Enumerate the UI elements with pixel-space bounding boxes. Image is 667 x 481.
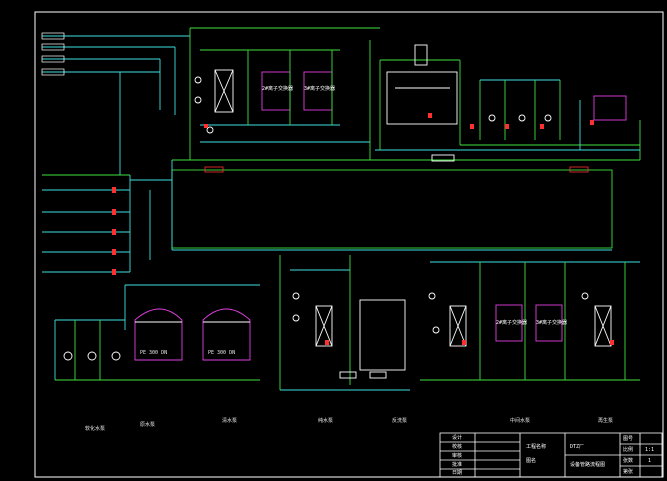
bottom-label-3: 清水泵 bbox=[222, 418, 238, 424]
bottom-label-2: 原水泵 bbox=[140, 422, 156, 428]
title-block-review: 审核 bbox=[452, 453, 463, 459]
exchanger-2b-label: 2#离子交换器 bbox=[496, 320, 528, 326]
title-block-project-label: 工程名称 bbox=[526, 444, 547, 450]
inlet-tags-top bbox=[41, 32, 65, 76]
title-block-approve: 批准 bbox=[452, 462, 463, 468]
bottom-label-7: 再生泵 bbox=[598, 418, 614, 424]
title-block-sheet-no: 1 bbox=[648, 458, 652, 464]
title-block-project: DTZ厂 bbox=[570, 444, 585, 450]
pe-tank-1-label: PE 300 DN bbox=[140, 350, 168, 356]
title-block-scale-label: 比例 bbox=[623, 447, 634, 453]
bottom-label-5: 反洗泵 bbox=[392, 418, 408, 424]
title-block-design: 设计 bbox=[452, 435, 463, 441]
title-block-sheet-index-label: 第张 bbox=[623, 469, 634, 475]
title-block-date: 日期 bbox=[452, 470, 463, 476]
exchanger-2-label: 2#离子交换器 bbox=[262, 86, 294, 92]
title-block-scale: 1:1 bbox=[645, 447, 655, 453]
title-block-drawing-no-label: 图号 bbox=[623, 436, 634, 442]
drawing-frame bbox=[34, 11, 664, 478]
cyan-headers bbox=[130, 100, 640, 251]
valves-mid bbox=[112, 187, 116, 275]
title-block bbox=[439, 432, 663, 478]
exchanger-3b-label: 3#离子交换器 bbox=[536, 320, 568, 326]
red-valves bbox=[204, 113, 614, 345]
lower-right-exchanger-group bbox=[420, 261, 640, 381]
title-block-drawing-label: 图名 bbox=[526, 458, 537, 464]
exchanger-3-label: 3#离子交换器 bbox=[304, 86, 336, 92]
bottom-label-4: 纯水泵 bbox=[318, 418, 334, 424]
inlet-pipes-mid bbox=[42, 174, 151, 273]
top-exchanger-group bbox=[194, 49, 340, 134]
top-right-tank-group bbox=[386, 44, 627, 162]
title-block-check: 校核 bbox=[452, 444, 463, 450]
main-header-pipes bbox=[171, 27, 641, 249]
lower-left-tanks bbox=[54, 284, 260, 381]
bottom-label-1: 软化水泵 bbox=[85, 426, 106, 432]
title-block-sheets-label: 张数 bbox=[623, 458, 634, 464]
bottom-label-6: 中间水泵 bbox=[510, 418, 531, 424]
lower-mid-exchanger-group bbox=[279, 255, 410, 391]
title-block-drawing-title: 设备管路流程图 bbox=[570, 462, 606, 468]
pe-tank-2-label: PE 300 DN bbox=[208, 350, 236, 356]
